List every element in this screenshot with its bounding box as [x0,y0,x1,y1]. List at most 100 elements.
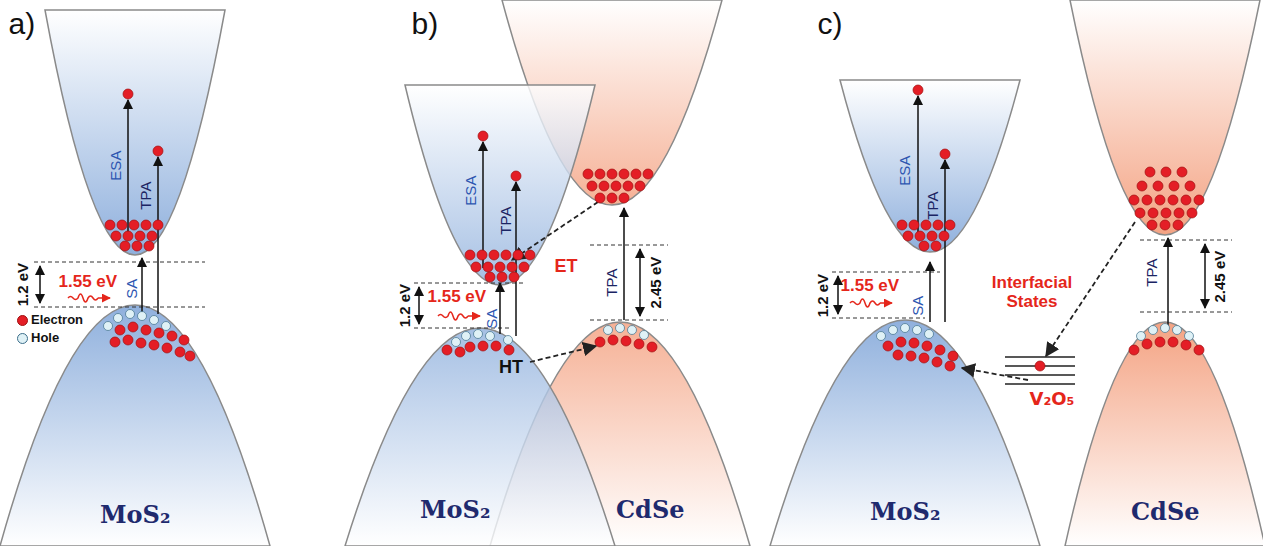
electron-dot [455,347,465,357]
electron-dot [611,181,621,191]
hole-dot [628,326,637,335]
rotated-label: TPA [1143,258,1160,286]
electron-dot [117,220,127,230]
laser-pulse [850,299,892,307]
text-label: CdSe [1131,498,1199,526]
electron-dot [619,193,629,203]
electron-dot [922,341,932,351]
electron-dot [1185,181,1195,191]
electron-dot [115,325,125,335]
transition-arrows [128,96,1168,336]
hole-dot [474,330,483,339]
legend-text: Hole [31,331,59,346]
electron-dot [128,322,138,332]
electron-dot [948,351,958,361]
electron-dot [525,250,535,260]
electron-dot [489,250,499,260]
electron-dot [893,350,903,360]
text-label: 1.55 eV [59,272,118,292]
rotated-label: TPA [497,206,514,234]
electron-dot [945,361,955,371]
electron-dot [144,241,154,251]
electron-dot [1155,195,1165,205]
electron-dot [631,169,641,179]
valence-band [345,328,615,546]
conduction-band [1070,0,1260,235]
electron-dot [465,342,475,352]
electron-dot [495,262,505,272]
rotated-label: ESA [896,155,913,185]
text-label: V₂O₅ [1030,389,1075,410]
hole-dot [162,322,171,331]
text-label: MoS₂ [420,496,490,524]
electron-dot [483,262,493,272]
text-label: 1.55 eV [428,287,487,307]
hole-dot [486,332,495,341]
hole-dot [925,330,934,339]
electron-dot [1187,208,1197,218]
electron-dot [623,181,633,191]
conduction-band [405,85,595,285]
electron-dot [931,241,941,251]
electron-dot [110,337,120,347]
electron-dot [1181,340,1191,350]
electron-dot [1142,339,1152,349]
conduction-band [840,80,1020,252]
electron-dot [921,220,931,230]
electron-dot [635,181,645,191]
hole-dot [1173,326,1182,335]
electron-dot [896,337,906,347]
electron-dot [607,169,617,179]
electron-dot [129,220,139,230]
legend-text: Electron [31,313,83,328]
electron-dot [1148,208,1158,218]
electron-dot [621,336,631,346]
legend-swatch [17,315,28,326]
text-label: Interfacial States [982,273,1082,312]
text-label: 1.55 eV [841,276,900,296]
rotated-label: ESA [107,150,124,180]
electron-dot [619,169,629,179]
electron-dot [1174,208,1184,218]
electron-dot [933,220,943,230]
rotated-label: 1.2 eV [14,263,31,306]
text-label: MoS₂ [100,501,170,529]
rotated-label: 2.45 eV [647,257,664,309]
rotated-label: TPA [137,181,154,209]
hole-dot [889,326,898,335]
electron-dot [147,231,157,241]
electron-dot [1129,195,1139,205]
electron-dot [608,335,618,345]
electron-dot [1177,167,1187,177]
electron-dot [123,335,133,345]
electron-dot [162,343,172,353]
electron-dot [141,325,151,335]
electron-dot [595,169,605,179]
electron-dot [175,347,185,357]
electron-dot [1160,220,1170,230]
electron-dot [1137,181,1147,191]
hole-dot [616,324,625,333]
electron-dot [149,340,159,350]
electron-dot [1194,195,1204,205]
rotated-label: 2.45 eV [1211,250,1228,302]
rotated-label: TPA [603,268,620,296]
rotated-label: 1.2 eV [814,273,831,316]
text-label: MoS₂ [870,498,940,526]
electron-dot [465,250,475,260]
legend-swatch [17,333,28,344]
electron-dot [915,231,925,241]
hole-dot [640,331,649,340]
valence-band [1065,322,1263,546]
hole-dot [1137,332,1146,341]
electron-dot [519,262,529,272]
electron-dot [1145,167,1155,177]
electron-dot [595,337,605,347]
electron-dot [485,272,495,282]
hole-dot [138,312,147,321]
electron-dot [927,231,937,241]
carriers [104,85,1205,371]
electron-dot [1153,181,1163,191]
rotated-label: ESA [462,175,479,205]
